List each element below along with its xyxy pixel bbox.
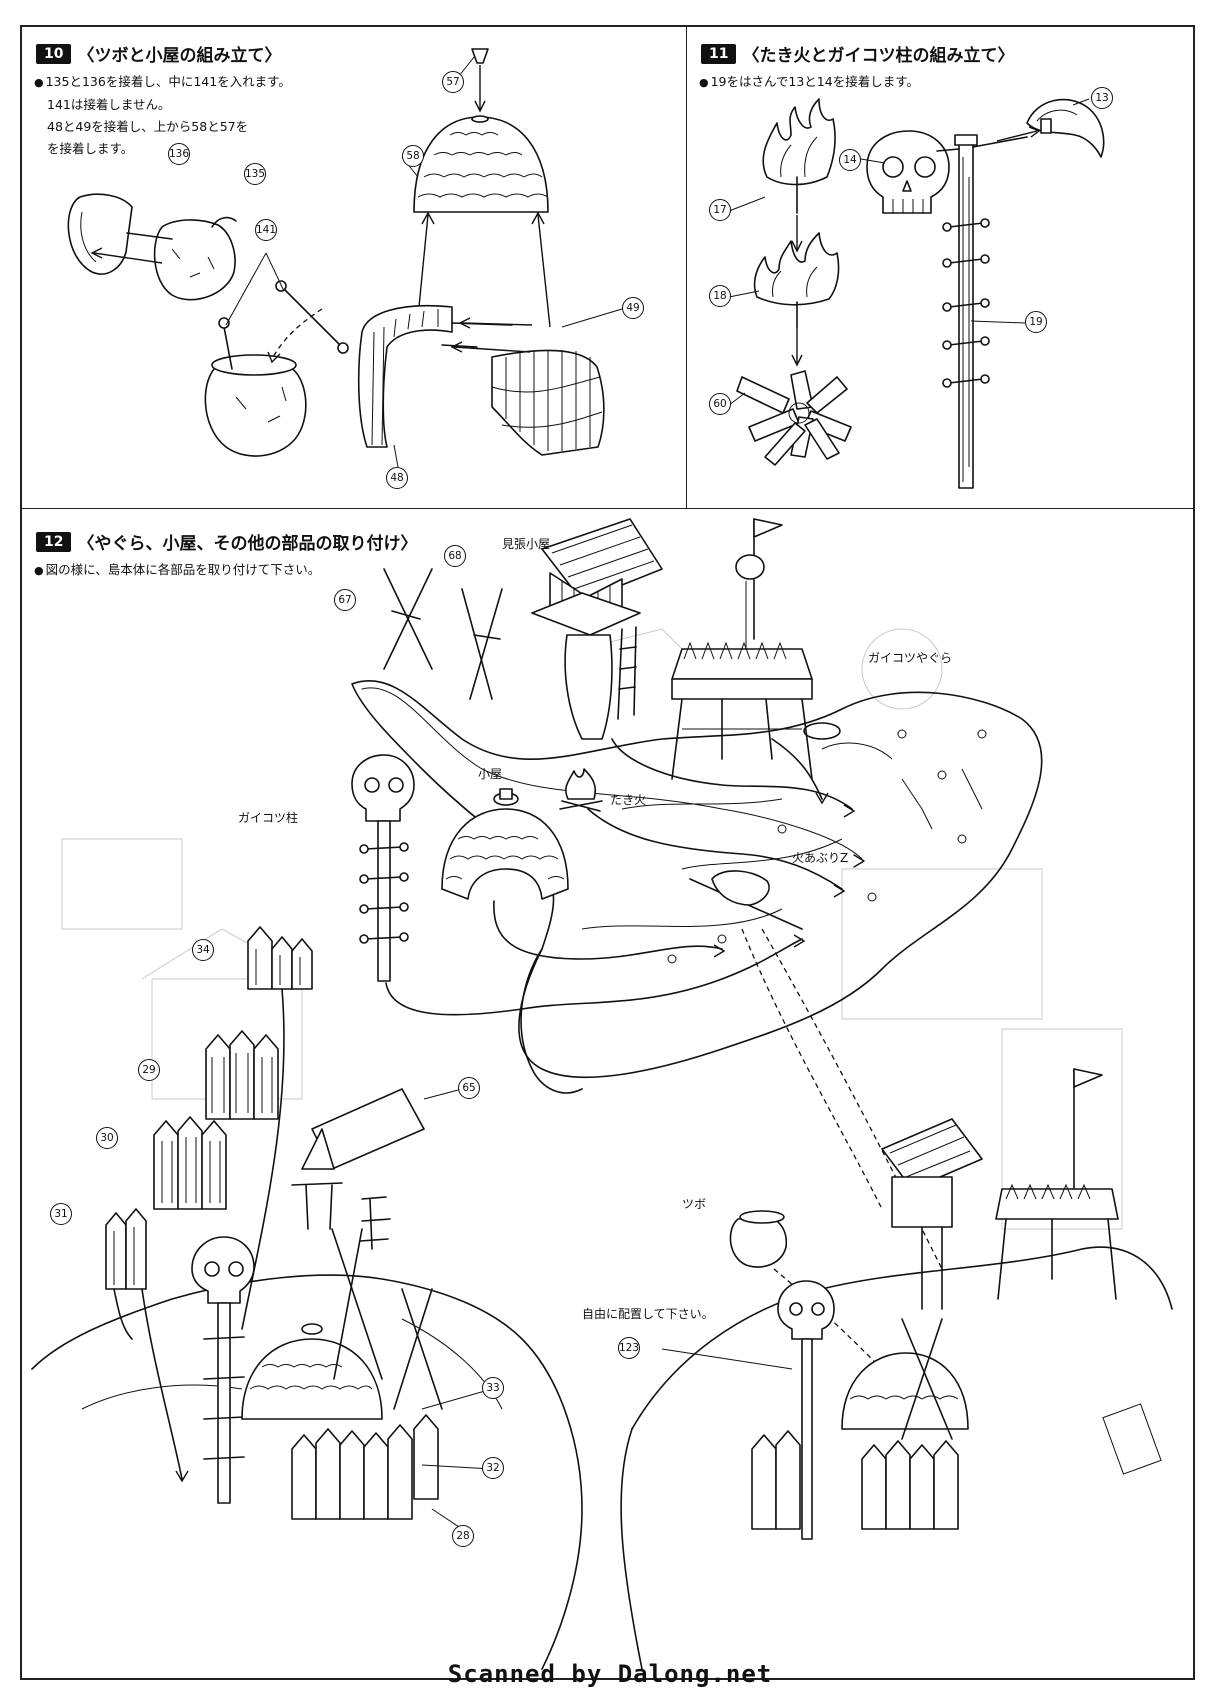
log-pile-60-drawing [736,370,852,466]
step-10-instructions: ●135と136を接着し、中に141を入れます。 141は接着しません。 48と… [34,71,291,160]
hut-drawing [441,788,726,960]
part-number-48: 48 [386,467,408,489]
part-number-28: 28 [452,1525,474,1547]
pot-halves-drawing [67,193,237,301]
jaw-13-drawing [1026,98,1105,158]
bonfire-drawing [559,768,846,898]
fence-31-drawing [105,1208,147,1290]
step-11-panel: 11 〈たき火とガイコツ柱の組み立て〉 ●19をはさんで13と14を接着します。 [687,27,1193,509]
skull-tower-drawing [671,518,829,805]
callout-bonfire: たき火 [610,793,647,807]
part-number-14: 14 [839,149,861,171]
pot-with-bone-drawing [204,252,349,457]
part-number-13: 13 [1091,87,1113,109]
post-19-drawing [936,126,1041,489]
bullet-mark: ● [699,76,709,89]
step-title: 〈ツボと小屋の組み立て〉 [77,46,282,66]
step-12-panel: 12 〈やぐら、小屋、その他の部品の取り付け〉 ●図の様に、島本体に各部品を取り… [22,509,1193,1678]
part-number-19: 19 [1025,311,1047,333]
fence-34-drawing [247,926,313,990]
callout-roasting-z: 火あぶりZ [792,851,849,865]
instruction-line: を接着します。 [47,141,134,156]
instruction-line: 141は接着しません。 [47,97,171,112]
callout-free-place: 自由に配置して下さい。 [582,1307,714,1321]
step-11-instructions: ●19をはさんで13と14を接着します。 [699,71,919,94]
part-number-29: 29 [138,1059,160,1081]
lower-left-scene-drawing [31,988,583,1670]
hut-assembly-drawing [357,48,623,468]
step-10-panel: 10 〈ツボと小屋の組み立て〉 ●135と136を接着し、中に141を入れます。… [22,27,687,509]
step-number: 10 [36,43,72,64]
watch-hut-drawing [531,518,856,818]
step-12-illustration [31,518,1173,1670]
bullet-mark: ● [34,76,44,89]
page-frame [20,25,1195,1680]
step-10-heading: 10 〈ツボと小屋の組み立て〉 [36,41,281,66]
callout-hut: 小屋 [478,767,503,781]
post-bones [942,218,990,388]
part-number-30: 30 [96,1127,118,1149]
step-12-heading: 12 〈やぐら、小屋、その他の部品の取り付け〉 [36,529,417,554]
part-number-57: 57 [442,71,464,93]
part-number-33: 33 [482,1377,504,1399]
part-number-136: 136 [168,143,190,165]
part-number-34: 34 [192,939,214,961]
step-title: 〈やぐら、小屋、その他の部品の取り付け〉 [77,534,418,554]
skull-pillar-drawing [351,754,806,1016]
flame-17-drawing [762,98,836,253]
step-11-heading: 11 〈たき火とガイコツ柱の組み立て〉 [701,41,1014,66]
part-number-18: 18 [709,285,731,307]
bullet-mark: ● [34,564,44,577]
instruction-line: 135と136を接着し、中に141を入れます。 [45,74,291,89]
callout-watch-hut: 見張小屋 [502,537,551,551]
step-title: 〈たき火とガイコツ柱の組み立て〉 [742,46,1015,66]
step-11-illustration [728,98,1105,489]
step-12-instructions: ●図の様に、島本体に各部品を取り付けて下さい。 [34,559,320,582]
part-number-65: 65 [458,1077,480,1099]
instruction-line: 図の様に、島本体に各部品を取り付けて下さい。 [45,562,321,577]
part-number-123: 123 [618,1337,640,1359]
skull-14-drawing [866,130,950,214]
step-number: 11 [701,43,737,64]
step-10-illustration [67,48,623,468]
callout-skull-pillar: ガイコツ柱 [238,811,299,825]
callout-pot: ツボ [682,1197,707,1211]
part-number-68: 68 [444,545,466,567]
sign-posts-65-drawing [291,1088,463,1250]
flame-18-drawing [753,232,840,367]
part-number-67: 67 [334,589,356,611]
callout-skull-tower: ガイコツやぐら [868,651,953,665]
lower-right-scene-drawing [620,870,1173,1670]
part-number-17: 17 [709,199,731,221]
fence-29-drawing [205,1030,279,1120]
part-number-31: 31 [50,1203,72,1225]
part-number-60: 60 [709,393,731,415]
part-number-141: 141 [255,219,277,241]
instruction-line: 19をはさんで13と14を接着します。 [710,74,919,89]
part-number-58: 58 [402,145,424,167]
scanner-credit: Scanned by Dalong.net [447,1660,773,1688]
fence-30-drawing [153,1116,227,1210]
instruction-line: 48と49を接着し、上から58と57を [47,119,249,134]
part-number-135: 135 [244,163,266,185]
step-number: 12 [36,531,72,552]
part-number-32: 32 [482,1457,504,1479]
part-number-49: 49 [622,297,644,319]
